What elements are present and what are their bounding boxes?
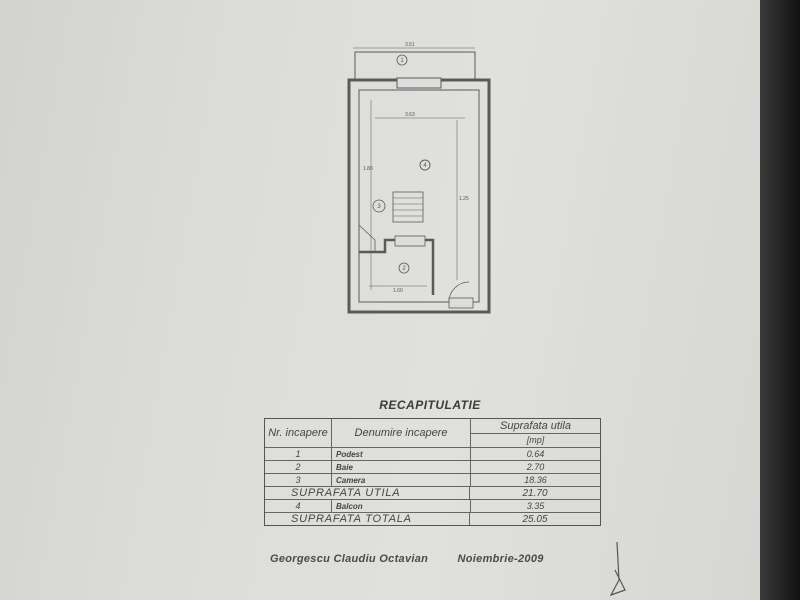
background-edge (760, 0, 800, 600)
document-sheet (0, 0, 760, 600)
row-area: 18.36 (524, 475, 547, 485)
room-number-2: 2 (402, 266, 406, 272)
signature-mark (609, 541, 626, 597)
header-denumire: Denumire incapere (332, 419, 471, 447)
room-number-3: 3 (377, 204, 381, 210)
totala-value: 25.05 (522, 513, 548, 525)
totala-label: SUPRAFATA TOTALA (265, 513, 470, 525)
dimension-top: 3.51 (405, 42, 415, 48)
document-date: Noiembrie-2009 (457, 553, 544, 565)
row-name: Podest (332, 448, 471, 460)
utila-value: 21.70 (522, 487, 548, 499)
dimension-bottom: 1.60 (393, 288, 403, 294)
room-number-1: 1 (400, 58, 404, 64)
table-row: 3 Camera 18.36 (265, 474, 600, 487)
dimension-side: 1.80 (363, 166, 373, 172)
signature-line: Georgescu Claudiu Octavian Noiembrie-200… (270, 553, 544, 565)
table-row: 4 Balcon 3.35 (265, 500, 600, 513)
dimension-width: 3.63 (405, 112, 415, 118)
header-unit: [mp] (526, 435, 545, 446)
header-suprafata: Suprafata utila (471, 419, 600, 434)
table-row: 1 Podest 0.64 (265, 448, 600, 461)
row-nr: 2 (265, 461, 332, 473)
row-name: Camera (332, 474, 471, 486)
row-area: 3.35 (526, 501, 545, 511)
table-row: 2 Baie 2.70 (265, 461, 600, 474)
floor-plan: 3.51 3.63 1.80 1.25 1.60 1 2 3 4 (345, 40, 505, 325)
recap-title: RECAPITULATIE (379, 398, 481, 412)
author-name: Georgescu Claudiu Octavian (270, 553, 429, 565)
row-area: 0.64 (526, 449, 545, 459)
utila-label: SUPRAFATA UTILA (265, 487, 470, 499)
dimension-right: 1.25 (459, 196, 469, 202)
utila-row: SUPRAFATA UTILA 21.70 (265, 487, 600, 500)
row-name: Baie (332, 461, 471, 473)
totala-row: SUPRAFATA TOTALA 25.05 (265, 513, 600, 525)
header-nr: Nr. incapere (265, 419, 332, 447)
room-number-4: 4 (423, 163, 427, 169)
row-name: Balcon (332, 500, 471, 512)
row-nr: 3 (265, 474, 332, 486)
row-area: 2.70 (526, 462, 545, 472)
row-nr: 1 (265, 448, 332, 460)
row-nr: 4 (265, 500, 332, 512)
table-header: Nr. incapere Denumire incapere Suprafata… (265, 419, 600, 448)
recap-table: Nr. incapere Denumire incapere Suprafata… (264, 418, 601, 526)
